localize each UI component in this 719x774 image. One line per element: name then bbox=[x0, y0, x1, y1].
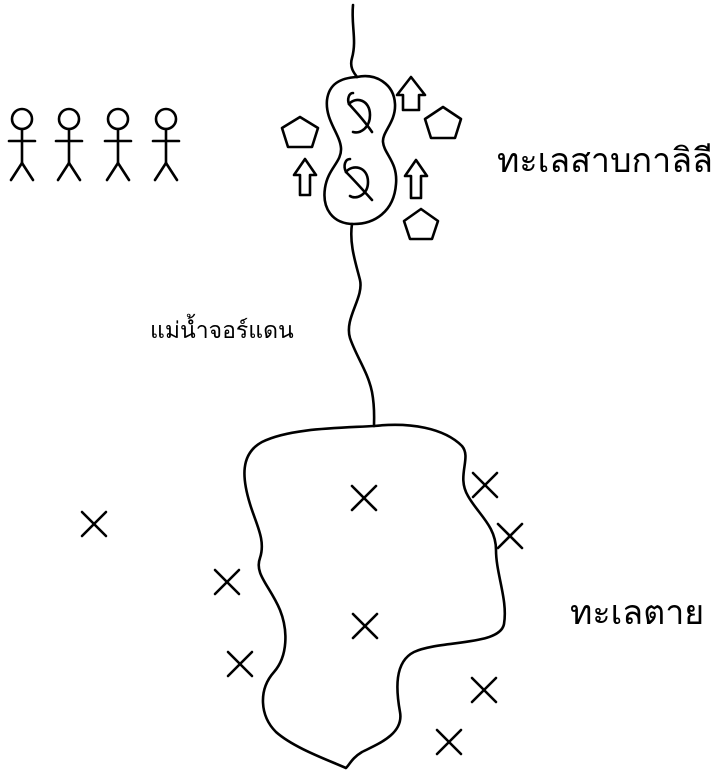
x-mark-icon bbox=[213, 568, 241, 596]
x-mark-icon bbox=[350, 484, 378, 512]
stick-figure-icon bbox=[103, 107, 133, 182]
stick-figure-icon bbox=[7, 107, 37, 182]
jordan-river-source bbox=[349, 3, 359, 79]
stick-figure-icon bbox=[54, 107, 84, 182]
pentagon-icon bbox=[423, 105, 463, 140]
arrow-up-icon bbox=[395, 75, 427, 112]
x-mark-icon bbox=[470, 676, 498, 704]
arrow-up-icon bbox=[292, 157, 318, 197]
fish-icon bbox=[346, 91, 374, 134]
label-jordan-river: แม่น้ำจอร์แดน bbox=[150, 314, 294, 344]
label-sea-of-galilee: ทะเลสาบกาลิลี bbox=[497, 141, 713, 181]
pentagon-icon bbox=[280, 115, 320, 149]
label-dead-sea: ทะเลตาย bbox=[570, 593, 704, 633]
sea-of-galilee-outline bbox=[323, 74, 398, 226]
dead-sea-outline bbox=[243, 423, 507, 770]
fish-icon bbox=[343, 157, 374, 202]
x-mark-icon bbox=[496, 522, 524, 550]
pentagon-icon bbox=[402, 207, 440, 241]
x-mark-icon bbox=[471, 471, 499, 499]
x-mark-icon bbox=[435, 728, 463, 756]
x-mark-icon bbox=[80, 510, 108, 538]
x-mark-icon bbox=[351, 612, 379, 640]
arrow-up-icon bbox=[403, 158, 429, 200]
x-mark-icon bbox=[226, 650, 254, 678]
stick-figure-icon bbox=[151, 107, 181, 182]
jordan-river bbox=[347, 222, 376, 428]
